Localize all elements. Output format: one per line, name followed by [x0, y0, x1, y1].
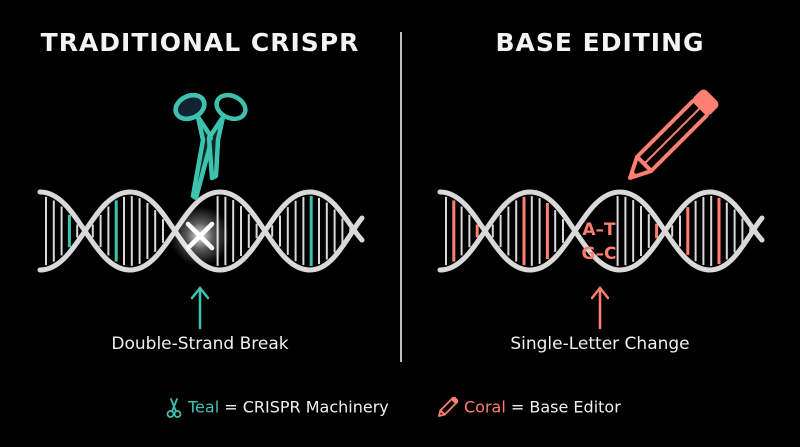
legend-teal-word: Teal	[188, 397, 220, 417]
right-pointer-arrow	[590, 285, 610, 330]
right-panel-title: BASE EDITING	[495, 28, 705, 57]
left-helix-strand-a	[37, 189, 365, 273]
left-panel-title: TRADITIONAL CRISPR	[40, 28, 360, 57]
legend-pencil-icon	[438, 396, 459, 417]
left-dna-helix	[37, 189, 365, 273]
scissors-icon	[173, 92, 248, 201]
right-helix-rungs	[445, 196, 752, 266]
right-dna-helix: A–T G–C	[437, 189, 765, 273]
right-helix-strand-b	[437, 189, 765, 273]
base-pair-at: A–T	[582, 220, 616, 240]
legend-coral-text: = Base Editor	[505, 397, 621, 417]
legend-item-base-editor: Coral = Base Editor	[436, 396, 621, 419]
legend-item-crispr: Teal = CRISPR Machinery	[166, 397, 389, 419]
right-helix-strand-a	[437, 189, 765, 273]
legend-scissors-icon	[166, 398, 182, 418]
legend-teal-text: = CRISPR Machinery	[219, 397, 389, 417]
left-panel-caption: Double-Strand Break	[111, 334, 289, 354]
pencil-icon	[628, 89, 719, 180]
legend-coral-word: Coral	[464, 397, 506, 417]
right-panel-caption: Single-Letter Change	[510, 334, 690, 354]
break-x-icon	[185, 221, 215, 251]
panel-divider	[400, 32, 402, 362]
left-helix-strand-b	[37, 189, 365, 273]
left-pointer-arrow	[190, 285, 210, 330]
base-pair-gc: G–C	[582, 244, 617, 264]
